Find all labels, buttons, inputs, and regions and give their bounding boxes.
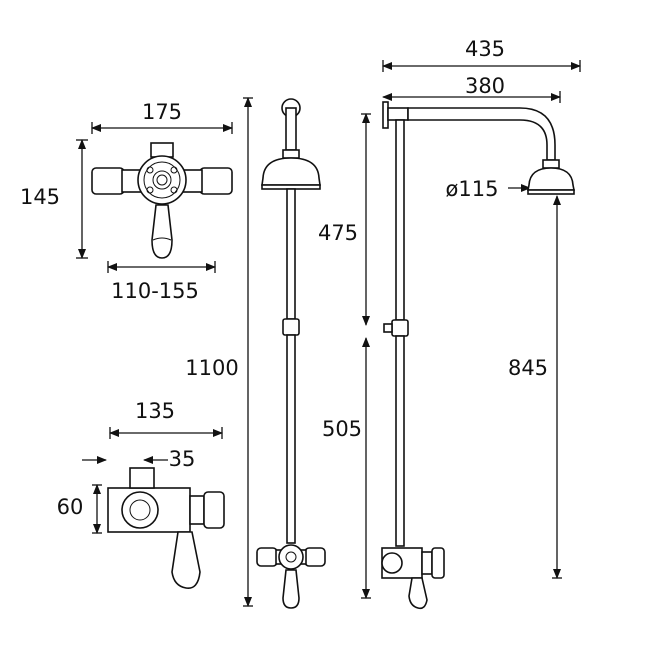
dim-valve-width: 175 <box>142 100 182 124</box>
dim-lower-rail: 505 <box>322 417 362 441</box>
shower-side-view <box>381 101 575 610</box>
valve-side-view <box>107 467 225 589</box>
dim-upper-rail: 475 <box>318 221 358 245</box>
dim-valve-depth: 135 <box>135 399 175 423</box>
shower-front-view <box>256 98 326 609</box>
dim-head-diameter: ø115 <box>446 177 499 201</box>
dimension-lines <box>76 60 581 607</box>
dim-head-height: 845 <box>508 356 548 380</box>
valve-front-view <box>91 142 233 259</box>
dim-valve-front: 35 <box>169 447 196 471</box>
dim-overall-projection: 435 <box>465 37 505 61</box>
dim-overall-height: 1100 <box>185 356 238 380</box>
dim-valve-body-height: 60 <box>57 495 84 519</box>
dim-arm-projection: 380 <box>465 74 505 98</box>
dim-valve-height: 145 <box>20 185 60 209</box>
dim-valve-centres: 110-155 <box>111 279 199 303</box>
